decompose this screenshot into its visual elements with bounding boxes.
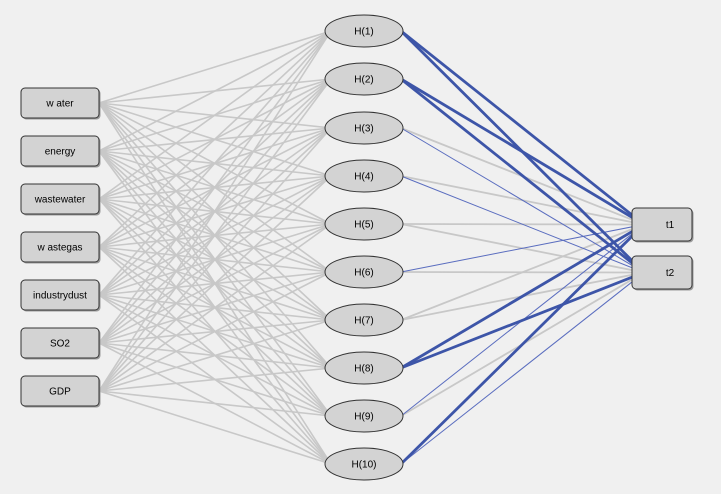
- hidden-node-label: H(1): [354, 27, 373, 38]
- edge-gdp-h-6: [98, 271, 332, 392]
- input-node-label: w ater: [45, 99, 74, 110]
- hidden-node-label: H(8): [354, 364, 373, 375]
- hidden-node-h-2: H(2): [324, 62, 404, 96]
- edge-gdp-h-8: [98, 367, 332, 392]
- edge-energy-h-1: [98, 30, 332, 152]
- node-ellipse: [324, 255, 404, 289]
- input-hidden-edges: [98, 30, 332, 465]
- hidden-node-label: H(5): [354, 220, 373, 231]
- hidden-node-h-9: H(9): [324, 399, 404, 433]
- hidden-node-label: H(10): [351, 460, 376, 471]
- node-box: [20, 183, 100, 215]
- node-box: [20, 231, 100, 263]
- edge-gdp-h-9: [98, 390, 332, 417]
- node-ellipse: [324, 399, 404, 433]
- hidden-node-h-1: H(1): [324, 14, 404, 48]
- node-box: [20, 327, 100, 359]
- node-ellipse: [324, 62, 404, 96]
- edge-gdp-h-5: [98, 223, 332, 392]
- hidden-output-edges: [400, 29, 645, 465]
- edge-wastewater-h-1: [98, 30, 332, 200]
- node-box: [631, 207, 693, 242]
- input-node-gdp: GDP: [20, 375, 101, 408]
- input-node-energy: energy: [20, 135, 101, 168]
- edge-h-8-t2: [400, 271, 645, 370]
- edge-so2-h-1: [98, 30, 332, 344]
- input-node-label: energy: [45, 147, 76, 158]
- hidden-node-label: H(4): [354, 172, 373, 183]
- edge-industrydust-h-1: [98, 30, 332, 296]
- hidden-node-h-10: H(10): [324, 447, 404, 481]
- edge-h-2-t2: [400, 77, 645, 274]
- edge-h-10-t1: [400, 223, 645, 465]
- output-node-t2: t2: [631, 255, 694, 291]
- node-ellipse: [324, 207, 404, 241]
- input-node-so2: SO2: [20, 327, 101, 360]
- edge-gdp-h-3: [98, 127, 332, 392]
- output-node-label: t2: [666, 268, 675, 279]
- edge-gdp-h-4: [98, 175, 332, 392]
- edge-h-1-t1: [400, 29, 645, 226]
- node-box: [20, 87, 100, 119]
- edge-h-8-t1: [400, 223, 645, 370]
- hidden-node-h-4: H(4): [324, 159, 404, 193]
- node-ellipse: [324, 447, 404, 481]
- input-node-w-ater: w ater: [20, 87, 101, 120]
- node-box: [20, 279, 100, 311]
- node-ellipse: [324, 303, 404, 337]
- input-node-label: industrydust: [33, 291, 87, 302]
- hidden-node-label: H(6): [354, 268, 373, 279]
- edge-w-ater-h-1: [98, 30, 332, 104]
- node-ellipse: [324, 351, 404, 385]
- node-ellipse: [324, 14, 404, 48]
- output-node-label: t1: [666, 220, 675, 231]
- hidden-node-h-7: H(7): [324, 303, 404, 337]
- edge-gdp-h-10: [98, 390, 332, 465]
- node-ellipse: [324, 159, 404, 193]
- hidden-node-h-6: H(6): [324, 255, 404, 289]
- hidden-node-h-8: H(8): [324, 351, 404, 385]
- network-nodes: w ater energy wastewater w astegas industryd…: [20, 14, 694, 481]
- hidden-node-label: H(7): [354, 316, 373, 327]
- edge-h-2-t1: [400, 77, 645, 226]
- edge-gdp-h-1: [98, 30, 332, 392]
- input-node-w-astegas: w astegas: [20, 231, 101, 264]
- output-node-t1: t1: [631, 207, 694, 243]
- node-box: [20, 135, 100, 167]
- node-ellipse: [324, 111, 404, 145]
- edge-w-astegas-h-1: [98, 30, 332, 248]
- input-node-label: GDP: [49, 387, 71, 398]
- node-box: [631, 255, 693, 290]
- hidden-node-h-5: H(5): [324, 207, 404, 241]
- input-node-industrydust: industrydust: [20, 279, 101, 312]
- hidden-node-label: H(9): [354, 412, 373, 423]
- edge-h-10-t2: [400, 272, 645, 465]
- hidden-node-label: H(3): [354, 124, 373, 135]
- input-node-label: SO2: [50, 339, 70, 350]
- edge-gdp-h-2: [98, 78, 332, 392]
- input-node-label: w astegas: [36, 243, 82, 254]
- node-box: [20, 375, 100, 407]
- hidden-node-h-3: H(3): [324, 111, 404, 145]
- hidden-node-label: H(2): [354, 75, 373, 86]
- input-node-wastewater: wastewater: [20, 183, 101, 216]
- edge-gdp-h-7: [98, 319, 332, 392]
- input-node-label: wastewater: [34, 195, 86, 206]
